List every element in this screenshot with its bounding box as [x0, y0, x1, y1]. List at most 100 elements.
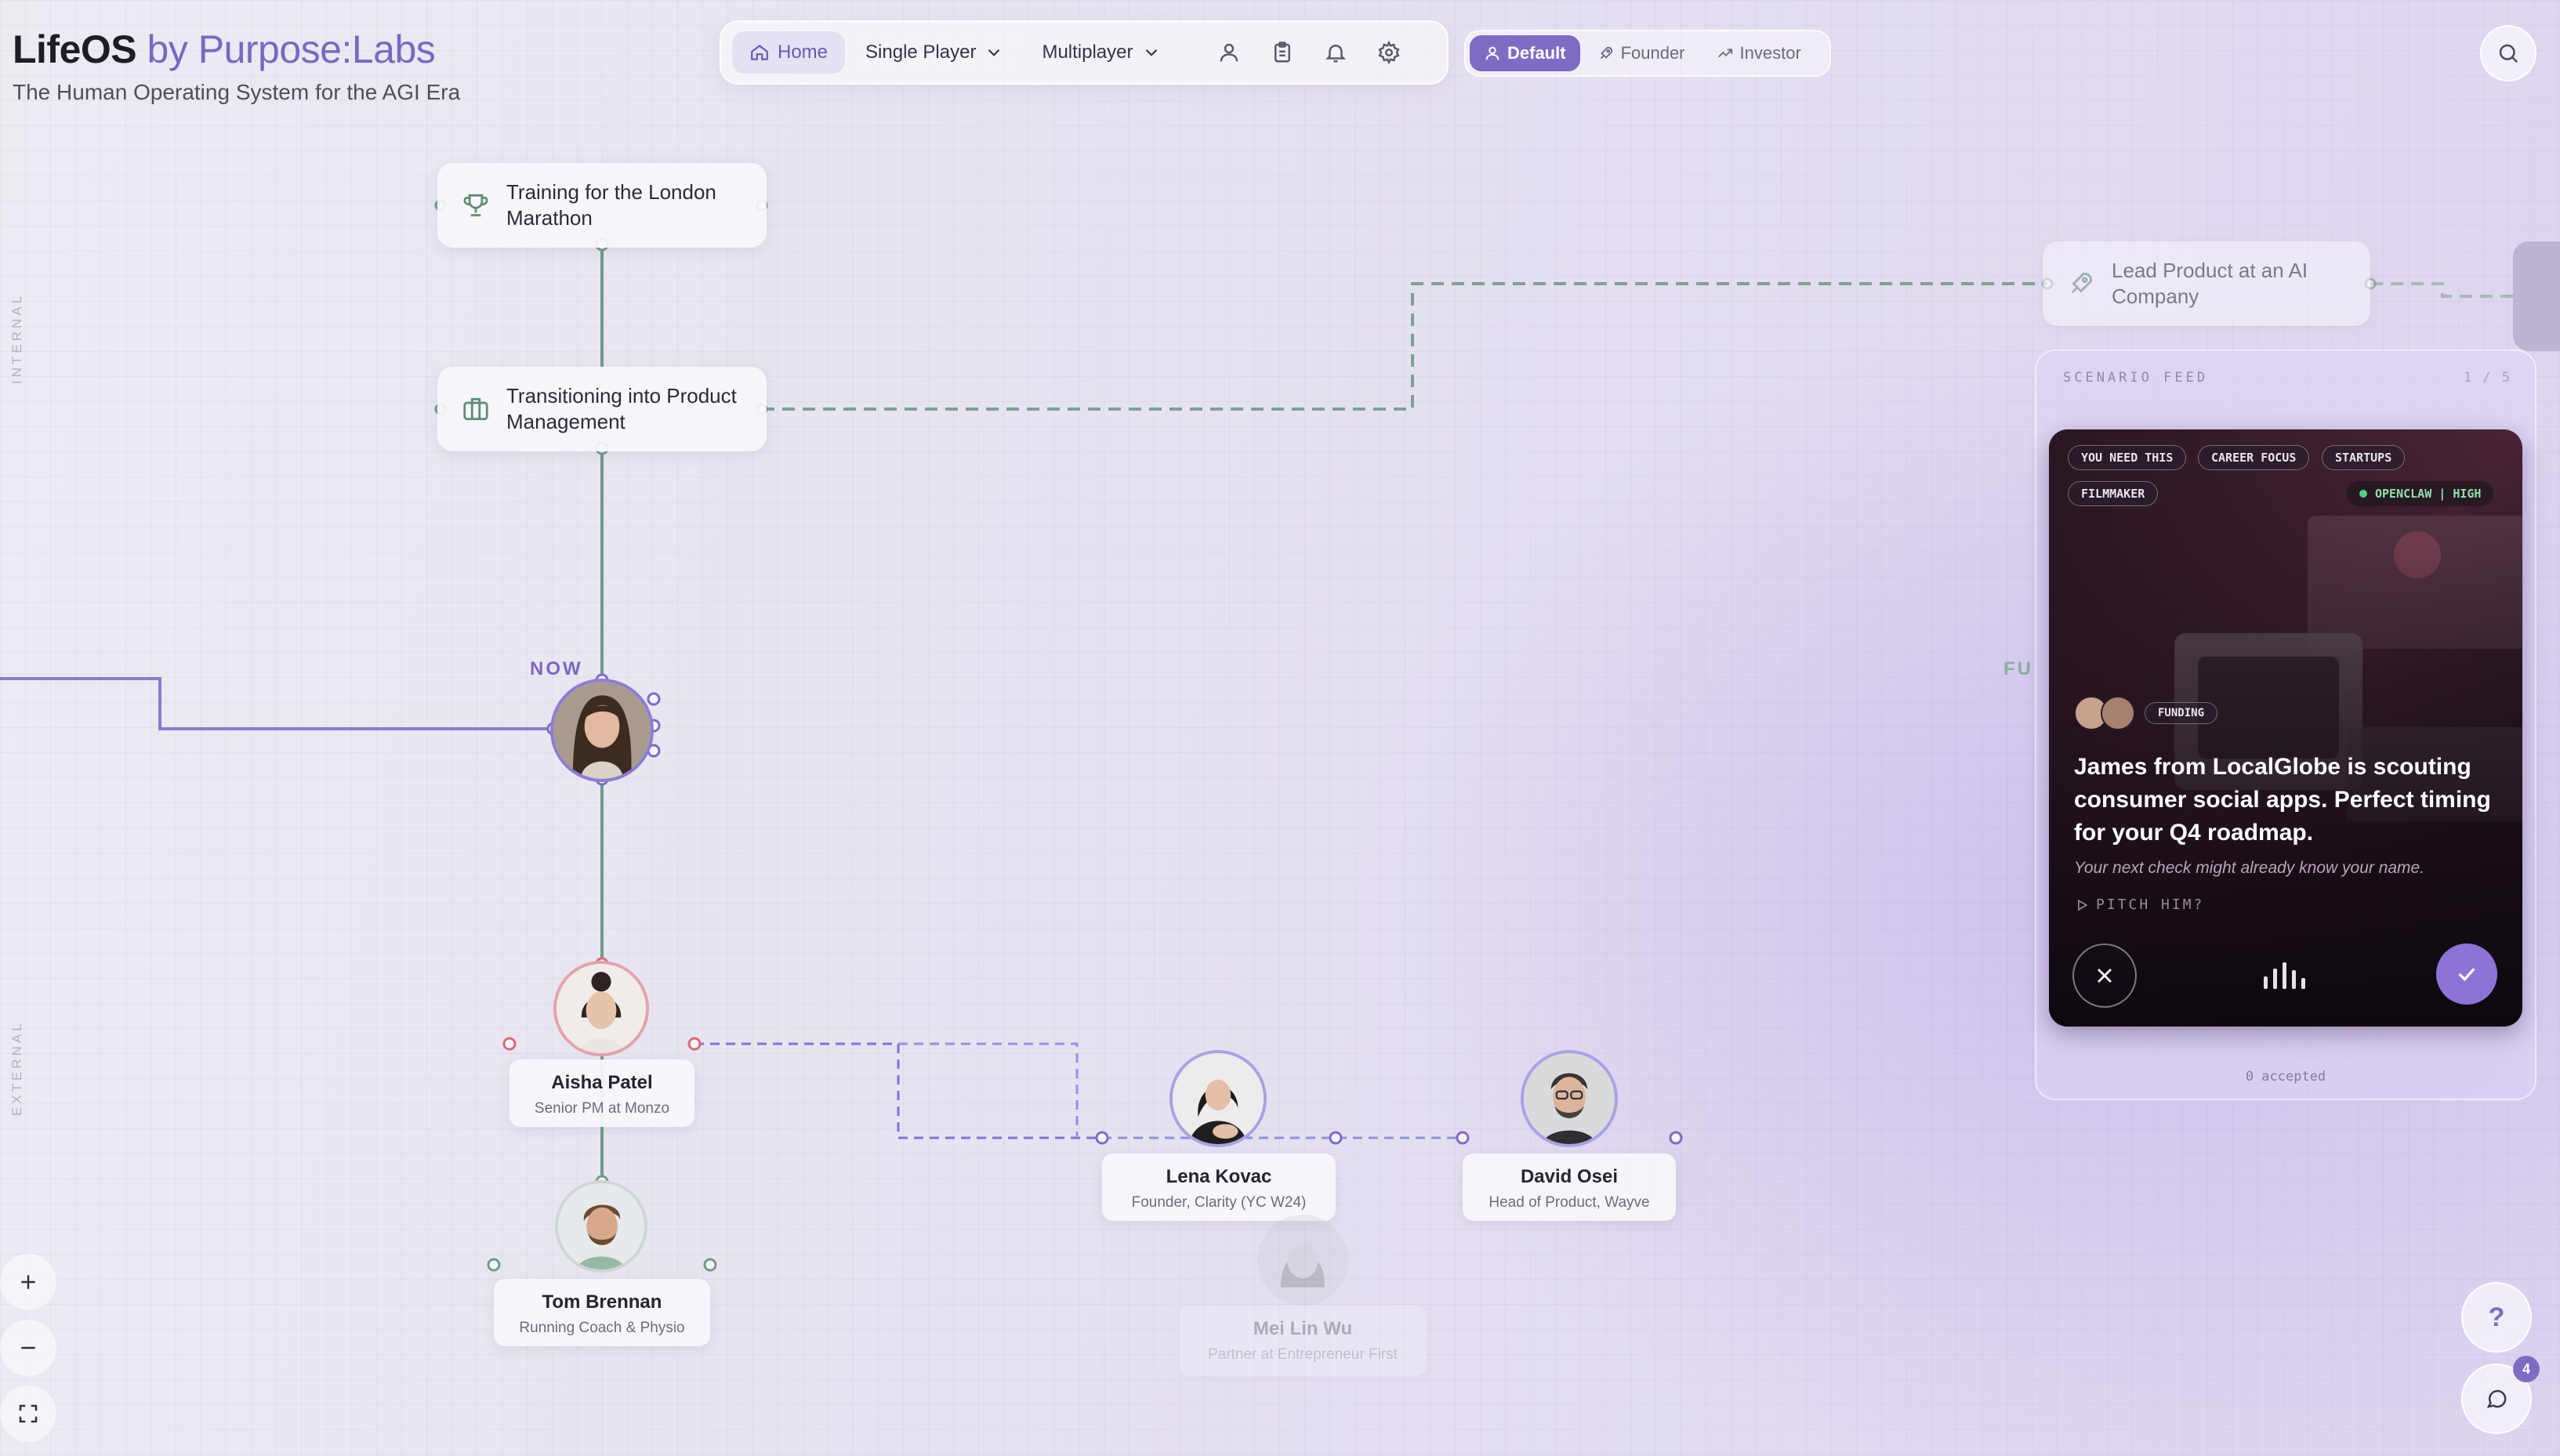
tag-you-need-this: YOU NEED THIS [2068, 445, 2187, 470]
briefcase-icon [463, 397, 488, 421]
nav-single-player-label: Single Player [865, 42, 977, 63]
mode-investor-button[interactable]: Investor [1702, 35, 1815, 71]
zoom-out-button[interactable] [0, 1320, 56, 1376]
mode-founder-button[interactable]: Founder [1583, 35, 1699, 71]
nav-multiplayer-dropdown[interactable]: Multiplayer [1024, 31, 1178, 74]
status-text: OPENCLAW | HIGH [2375, 487, 2482, 501]
internal-label: INTERNAL [9, 292, 24, 384]
play-icon [2078, 899, 2088, 911]
bell-icon [1325, 45, 1346, 63]
nav-home-label: Home [778, 42, 829, 63]
zoom-in-button[interactable] [0, 1254, 56, 1310]
edge-past-now [0, 677, 549, 730]
person-card-tom[interactable]: Tom Brennan Running Coach & Physio [494, 1279, 710, 1346]
fit-view-button[interactable] [0, 1385, 56, 1442]
scenario-card-subtitle: Your next check might already know your … [2074, 859, 2425, 877]
scenario-card[interactable]: YOU NEED THIS CAREER FOCUS STARTUPS FILM… [2049, 429, 2522, 1027]
close-icon [2098, 969, 2112, 983]
app-subtitle: The Human Operating System for the AGI E… [13, 80, 461, 104]
chevron-down-icon [988, 49, 1000, 56]
profile-button[interactable] [1204, 31, 1254, 74]
user-icon [1485, 46, 1499, 60]
external-label: EXTERNAL [9, 1020, 24, 1116]
mode-switch: Default Founder Investor [1464, 30, 1831, 77]
plus-icon [21, 1275, 35, 1289]
rocket-icon [2071, 272, 2093, 294]
goal-node-marathon[interactable]: Training for the London Marathon [437, 163, 767, 248]
avatar-mei-lin-wu[interactable] [1257, 1215, 1348, 1306]
help-icon: ? [2488, 1302, 2505, 1332]
dismiss-button[interactable] [2072, 944, 2137, 1008]
trending-up-icon [1717, 49, 1732, 58]
top-nav: Home Single Player Multiplayer [720, 20, 1449, 85]
mode-default-button[interactable]: Default [1470, 35, 1580, 71]
help-button[interactable]: ? [2461, 1282, 2532, 1353]
mini-avatar [2101, 696, 2135, 730]
app-title: LifeOS by Purpose:Labs [13, 27, 460, 72]
search-button[interactable] [2480, 25, 2536, 81]
edge-lead-next [2370, 282, 2513, 298]
mode-investor-label: Investor [1739, 43, 1801, 63]
app-name: LifeOS [13, 27, 137, 71]
accept-button[interactable] [2436, 944, 2497, 1005]
tag-startups: STARTUPS [2322, 445, 2406, 470]
brand: LifeOS by Purpose:Labs The Human Operati… [13, 27, 460, 105]
scenario-feed-count: 1 / 5 [2463, 370, 2511, 386]
accepted-count: 0 accepted [2245, 1069, 2326, 1085]
notifications-button[interactable] [1311, 31, 1361, 74]
nav-single-player-dropdown[interactable]: Single Player [848, 31, 1021, 74]
person-name: Mei Lin Wu [1253, 1318, 1353, 1339]
person-role: Head of Product, Wayve [1488, 1194, 1650, 1211]
edge-aisha-branch [898, 1042, 1079, 1138]
woman-portrait-icon [557, 964, 646, 1053]
chat-icon [2486, 1389, 2507, 1408]
tasks-button[interactable] [1257, 31, 1307, 74]
settings-button[interactable] [1364, 31, 1414, 74]
goal-lead-label: Lead Product at an AI Company [2112, 259, 2308, 308]
avatar-tom-brennan[interactable] [555, 1180, 647, 1273]
mode-default-label: Default [1507, 43, 1566, 63]
offscreen-node[interactable] [2513, 241, 2560, 351]
minus-icon [21, 1346, 35, 1349]
edge-product-lead [762, 282, 2047, 411]
avatar-aisha-patel[interactable] [553, 961, 649, 1056]
person-name: Tom Brennan [542, 1291, 662, 1313]
audio-waveform-icon[interactable] [2261, 959, 2311, 991]
tag-filmmaker: FILMMAKER [2068, 481, 2159, 506]
goal-marathon-label: Training for the London Marathon [506, 180, 716, 230]
person-name: Lena Kovac [1166, 1166, 1272, 1187]
goal-product-label: Transitioning into Product Management [506, 384, 737, 433]
person-card-aisha[interactable]: Aisha Patel Senior PM at Monzo [509, 1059, 694, 1127]
person-role: Running Coach & Physio [519, 1320, 685, 1336]
avatar-group: FUNDING [2074, 696, 2218, 730]
trophy-icon [463, 194, 488, 217]
pitch-cta[interactable]: PITCH HIM? [2074, 896, 2204, 913]
check-icon [2458, 968, 2475, 982]
man-portrait-icon [1524, 1053, 1615, 1144]
user-avatar-now[interactable] [550, 679, 654, 782]
woman-portrait-icon [1173, 1053, 1264, 1144]
pitch-cta-label: PITCH HIM? [2096, 896, 2205, 913]
goal-node-lead-product[interactable]: Lead Product at an AI Company [2043, 241, 2370, 326]
person-card-david[interactable]: David Osei Head of Product, Wayve [1463, 1154, 1676, 1221]
search-icon [2499, 44, 2518, 63]
person-card-mei[interactable]: Mei Lin Wu Partner at Entrepreneur First [1179, 1306, 1427, 1376]
home-icon [751, 44, 768, 60]
avatar-lena-kovac[interactable] [1169, 1050, 1267, 1147]
fullscreen-icon [19, 1404, 38, 1423]
person-card-lena[interactable]: Lena Kovac Founder, Clarity (YC W24) [1102, 1154, 1336, 1221]
avatar-david-osei[interactable] [1521, 1050, 1618, 1147]
mode-founder-label: Founder [1620, 43, 1685, 63]
edge-aisha-lena [694, 1042, 1102, 1139]
goal-node-product-management[interactable]: Transitioning into Product Management [437, 367, 767, 451]
person-name: David Osei [1520, 1166, 1619, 1187]
woman-portrait-icon [553, 682, 651, 779]
now-label: NOW [530, 658, 583, 679]
chevron-down-icon [1145, 49, 1157, 56]
user-icon [1220, 43, 1238, 62]
person-role: Senior PM at Monzo [534, 1100, 670, 1117]
person-role: Founder, Clarity (YC W24) [1131, 1194, 1307, 1211]
scenario-feed-title: SCENARIO FEED [2063, 370, 2209, 386]
scenario-card-title: James from LocalGlobe is scouting consum… [2074, 754, 2491, 846]
nav-home-button[interactable]: Home [732, 31, 846, 74]
